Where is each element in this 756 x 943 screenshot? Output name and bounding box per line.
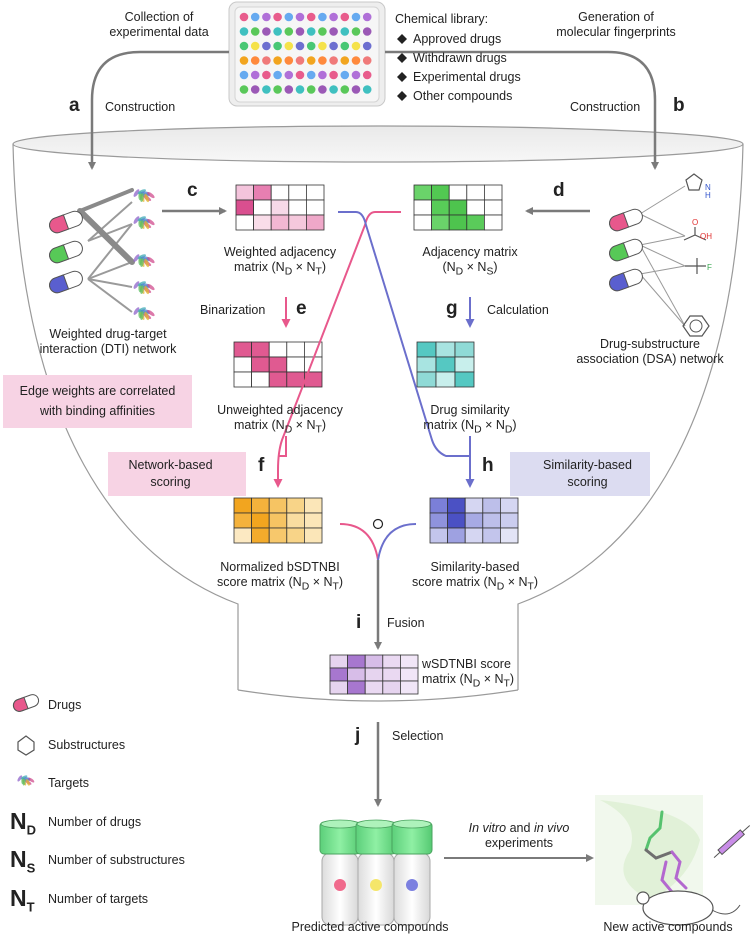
drug-similarity-caption: Drug similarity matrix (ND × ND) — [423, 403, 517, 436]
network-scoring-box: Network-based scoring — [108, 452, 246, 496]
similarity-score-matrix — [429, 497, 519, 544]
label-i: i — [356, 612, 362, 633]
wsdtnbi-caption: wSDTNBI score matrix (ND × NT) — [422, 657, 515, 690]
oh-label: OH — [700, 232, 712, 241]
weighted-adjacency-caption: Weighted adjacency matrix (ND × NT) — [223, 245, 337, 278]
f-label: F — [707, 263, 712, 272]
label-d: d — [553, 180, 565, 201]
label-c: c — [187, 180, 198, 201]
library-item-withdrawn: Withdrawn drugs — [413, 51, 507, 65]
arrow-b — [385, 50, 659, 170]
label-f: f — [258, 455, 265, 476]
fusion-label: Fusion — [387, 616, 425, 630]
label-g: g — [446, 298, 458, 319]
simscore-caption: Similarity-based score matrix (ND × NT) — [411, 560, 539, 593]
legend-targets: Targets — [48, 776, 89, 790]
pink-cross-line — [273, 211, 401, 488]
construction-right: Construction — [570, 100, 641, 114]
adjacency-caption: Adjacency matrix (ND × NS) — [422, 245, 518, 278]
edge-weight-note: Edge weights are correlated with binding… — [3, 375, 192, 428]
legend-icons — [12, 694, 40, 786]
calculation-label: Calculation — [487, 303, 549, 317]
label-j: j — [355, 725, 361, 746]
label-b: b — [673, 95, 685, 116]
blue-cross-line — [338, 211, 475, 488]
well-plate — [228, 1, 386, 107]
label-a: a — [69, 95, 80, 116]
label-e: e — [296, 298, 307, 319]
similarity-scoring-box: Similarity-based scoring — [510, 452, 650, 496]
library-item-other: Other compounds — [413, 89, 513, 103]
legend-nt-text: Number of targets — [48, 892, 149, 906]
unweighted-caption: Unweighted adjacency matrix (ND × NT) — [217, 403, 343, 436]
compound-tubes — [319, 819, 433, 926]
dti-network — [49, 188, 155, 321]
weighted-adjacency-matrix — [235, 184, 325, 231]
predicted-caption: Predicted active compounds — [291, 920, 449, 934]
legend-nd-text: Number of drugs — [48, 815, 142, 829]
nh-label: N H — [705, 183, 711, 200]
o-label: O — [692, 218, 699, 227]
unweighted-adjacency-matrix — [233, 341, 323, 388]
legend-nd-symbol: ND — [10, 808, 37, 838]
normalized-score-matrix — [233, 497, 323, 544]
selection-label: Selection — [392, 729, 444, 743]
funnel — [12, 125, 744, 702]
experiments-caption: In vitro and in vivo experiments — [468, 821, 570, 850]
arrow-a — [88, 50, 229, 170]
dsa-network — [609, 173, 710, 337]
library-title: Chemical library: — [395, 12, 489, 26]
legend-ns-symbol: NS — [10, 846, 36, 876]
binarization-label: Binarization — [200, 303, 266, 317]
library-item-approved: Approved drugs — [413, 32, 502, 46]
label-h: h — [482, 455, 494, 476]
legend-drugs: Drugs — [48, 698, 82, 712]
library-bullets — [397, 34, 407, 101]
legend-substructures: Substructures — [48, 738, 126, 752]
construction-left: Construction — [105, 100, 176, 114]
adjacency-matrix — [413, 184, 503, 231]
legend-ns-text: Number of substructures — [48, 853, 185, 867]
drug-similarity-matrix — [416, 341, 475, 388]
wsdtnbi-score-matrix — [329, 654, 419, 695]
library-item-experimental: Experimental drugs — [413, 70, 521, 84]
legend-nt-symbol: NT — [10, 885, 35, 915]
protein-mouse-image — [595, 795, 751, 926]
normalized-caption: Normalized bSDTNBI score matrix (ND × NT… — [216, 560, 344, 593]
new-active-caption: New active compounds — [603, 920, 733, 934]
